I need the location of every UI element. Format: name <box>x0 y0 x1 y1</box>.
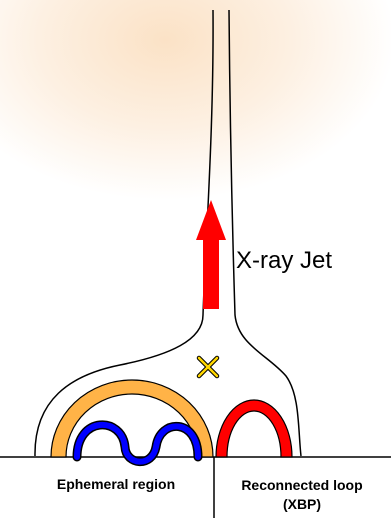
reconnected-loop-label: Reconnected loop (XBP) <box>222 476 382 514</box>
ephemeral-region-label: Ephemeral region <box>31 476 201 493</box>
ephemeral-loop-outline <box>77 425 198 462</box>
reconnected-red-loop <box>216 400 292 457</box>
up-arrow-icon <box>196 200 226 309</box>
jet-funnel-right-line <box>229 10 301 456</box>
x-marker-icon <box>199 358 217 376</box>
jet-label: X-ray Jet <box>236 247 332 275</box>
